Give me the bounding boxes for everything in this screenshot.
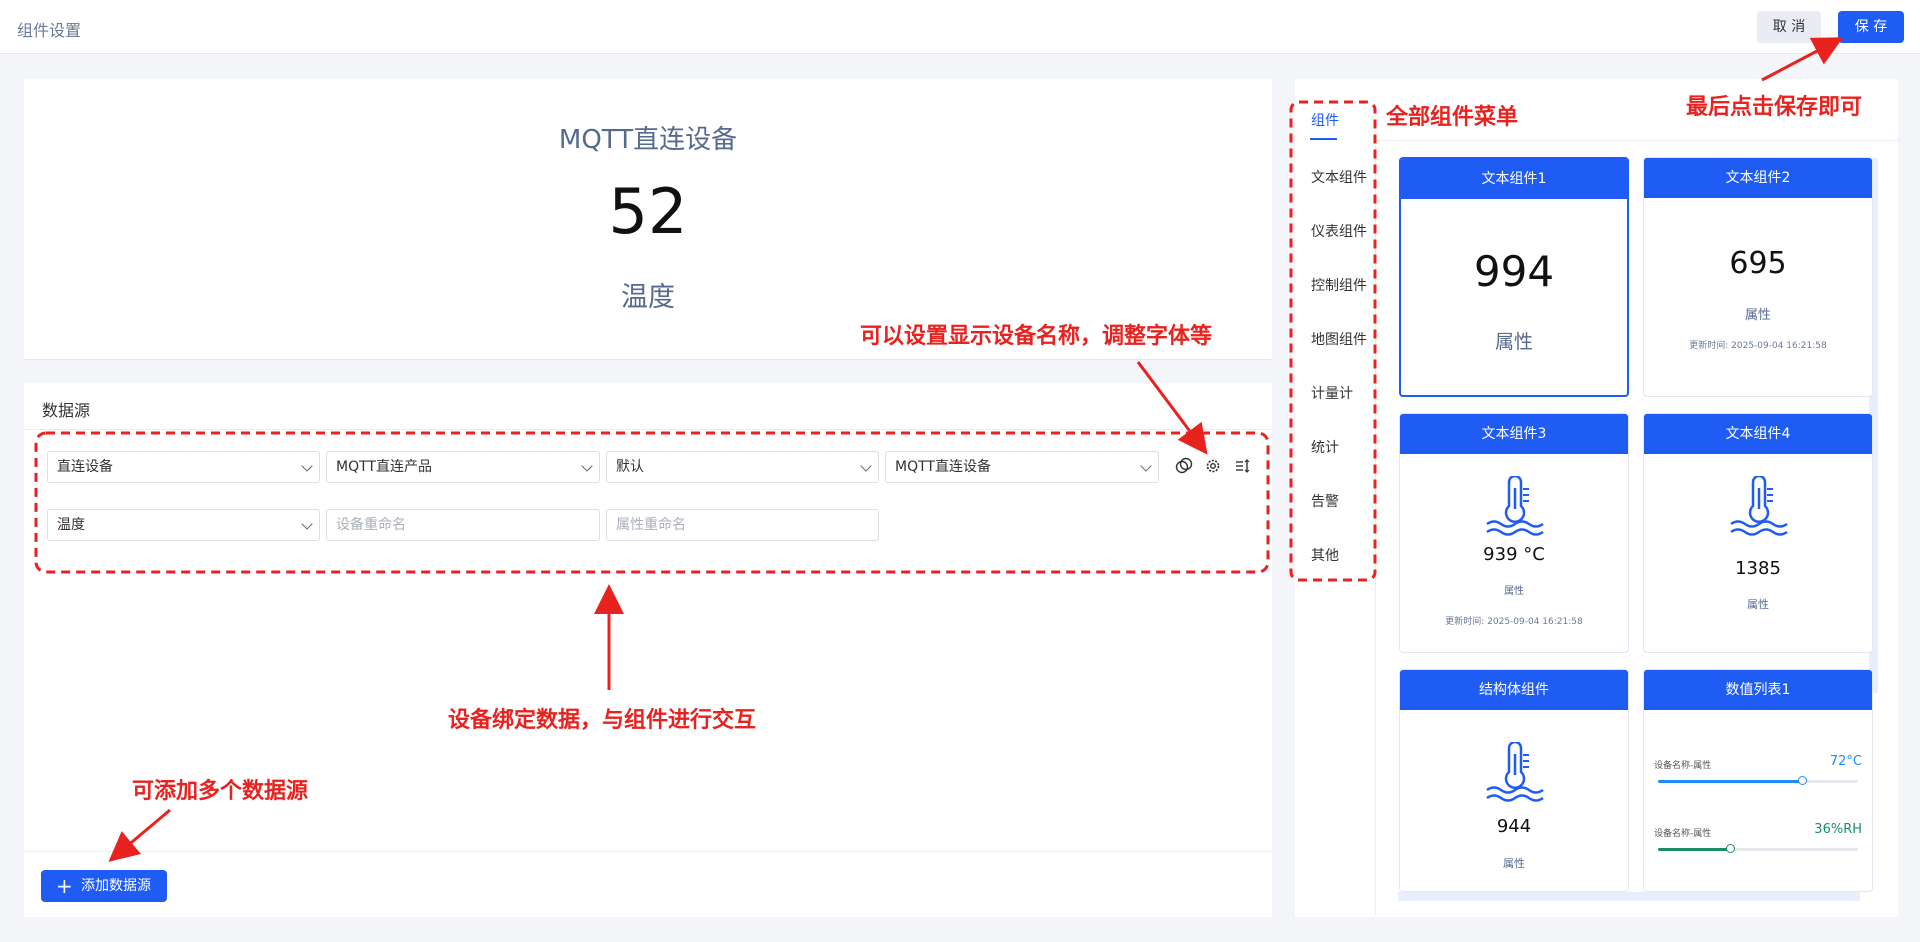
divider <box>1375 140 1898 141</box>
horizontal-scrollbar[interactable] <box>1398 892 1860 901</box>
value-list-knob[interactable] <box>1798 776 1807 785</box>
copy-icon[interactable] <box>1175 457 1193 475</box>
group-select[interactable]: 默认 <box>606 451 879 483</box>
property-select[interactable]: 温度 <box>47 509 320 541</box>
component-card-text-4[interactable]: 文本组件4 1385 属性 <box>1643 413 1873 653</box>
datasource-title: 数据源 <box>42 401 91 420</box>
property-rename-input[interactable]: 属性重命名 <box>606 509 879 541</box>
preview-panel: MQTT直连设备 52 温度 <box>24 79 1272 360</box>
menu-item-alarm[interactable]: 告警 <box>1311 494 1339 510</box>
value-list-name: 设备名称-属性 <box>1654 761 1712 771</box>
chevron-down-icon <box>301 518 313 530</box>
chevron-down-icon <box>1140 460 1152 472</box>
menu-item-text[interactable]: 文本组件 <box>1311 170 1367 186</box>
card-property: 属性 <box>1744 308 1771 323</box>
menu-item-meter[interactable]: 计量计 <box>1311 386 1353 402</box>
card-title: 结构体组件 <box>1400 670 1628 710</box>
value-list-knob[interactable] <box>1726 844 1735 853</box>
menu-item-gauge[interactable]: 仪表组件 <box>1311 224 1367 240</box>
menu-item-control[interactable]: 控制组件 <box>1311 278 1367 294</box>
preview-value: 52 <box>608 175 688 248</box>
value-list-fill <box>1658 780 1802 783</box>
page-title: 组件设置 <box>17 21 82 40</box>
annotation-save: 最后点击保存即可 <box>1686 95 1863 120</box>
card-title: 文本组件4 <box>1644 414 1872 454</box>
value-list-track <box>1658 844 1858 853</box>
group-value: 默认 <box>616 459 644 475</box>
thermometer-water-icon <box>1730 476 1788 536</box>
product-value: MQTT直连产品 <box>336 459 432 475</box>
preview-property: 温度 <box>621 282 675 313</box>
value-list-name: 设备名称-属性 <box>1654 829 1712 839</box>
card-property: 属性 <box>1504 586 1524 597</box>
divider <box>24 851 1272 852</box>
add-datasource-button[interactable]: + 添加数据源 <box>41 870 167 902</box>
component-library-panel: 组件 文本组件 仪表组件 控制组件 地图组件 计量计 统计 告警 其他 文本组件… <box>1295 79 1898 917</box>
divider <box>24 429 1272 430</box>
card-property: 属性 <box>1747 598 1769 611</box>
card-update-time: 更新时间: 2025-09-04 16:21:58 <box>1689 341 1827 351</box>
save-button[interactable]: 保 存 <box>1838 11 1904 43</box>
thermometer-water-icon <box>1486 476 1544 536</box>
menu-item-map[interactable]: 地图组件 <box>1311 332 1367 348</box>
annotation-settings: 可以设置显示设备名称，调整字体等 <box>860 324 1213 349</box>
preview-device-name: MQTT直连设备 <box>558 125 738 155</box>
value-list-track <box>1658 776 1858 785</box>
component-card-struct[interactable]: 结构体组件 944 属性 <box>1399 669 1629 892</box>
component-card-text-1[interactable]: 文本组件1 994 属性 <box>1399 157 1629 397</box>
property-value: 温度 <box>57 517 85 533</box>
card-title: 文本组件2 <box>1644 158 1872 198</box>
datasource-panel: 数据源 直连设备 MQTT直连产品 默认 MQTT直连设备 温度 设备重命名 属… <box>24 383 1272 917</box>
component-card-text-2[interactable]: 文本组件2 695 属性 更新时间: 2025-09-04 16:21:58 <box>1643 157 1873 397</box>
card-title: 数值列表1 <box>1644 670 1872 710</box>
active-tab-indicator <box>1310 138 1337 140</box>
device-type-value: 直连设备 <box>57 459 113 475</box>
card-title: 文本组件3 <box>1400 414 1628 454</box>
menu-item-statistics[interactable]: 统计 <box>1311 440 1339 456</box>
annotation-menu: 全部组件菜单 <box>1386 105 1519 130</box>
device-rename-input[interactable]: 设备重命名 <box>326 509 600 541</box>
annotation-add: 可添加多个数据源 <box>132 779 309 804</box>
chevron-down-icon <box>301 460 313 472</box>
card-property: 属性 <box>1494 331 1533 353</box>
card-value: 1385 <box>1735 558 1781 579</box>
card-value: 944 <box>1496 816 1532 837</box>
divider <box>1375 145 1376 915</box>
gear-icon[interactable] <box>1204 457 1222 475</box>
value-list-fill <box>1658 848 1730 851</box>
card-update-time: 更新时间: 2025-09-04 16:21:58 <box>1445 617 1583 627</box>
card-property: 属性 <box>1503 857 1525 870</box>
device-value: MQTT直连设备 <box>895 459 991 475</box>
device-type-select[interactable]: 直连设备 <box>47 451 320 483</box>
card-value: 994 <box>1473 247 1555 296</box>
component-card-text-3[interactable]: 文本组件3 939 °C 属性 更新时间: 2025-09-04 16:21:5… <box>1399 413 1629 653</box>
card-value: 695 <box>1729 246 1787 281</box>
value-list-value: 72°C <box>1829 754 1862 769</box>
chevron-down-icon <box>581 460 593 472</box>
sort-icon[interactable] <box>1234 457 1252 475</box>
vertical-scrollbar[interactable] <box>1869 158 1878 693</box>
menu-item-other[interactable]: 其他 <box>1311 548 1339 564</box>
thermometer-water-icon <box>1486 742 1544 802</box>
plus-icon: + <box>56 874 73 898</box>
annotation-binding: 设备绑定数据，与组件进行交互 <box>448 708 757 733</box>
top-bar: 组件设置 取 消 保 存 <box>0 0 1920 54</box>
add-datasource-label: 添加数据源 <box>81 878 151 894</box>
product-select[interactable]: MQTT直连产品 <box>326 451 600 483</box>
device-select[interactable]: MQTT直连设备 <box>885 451 1159 483</box>
menu-item-all[interactable]: 组件 <box>1311 113 1339 129</box>
card-value: 939 °C <box>1483 544 1545 565</box>
value-list-value: 36%RH <box>1814 822 1862 837</box>
cancel-button[interactable]: 取 消 <box>1757 11 1821 43</box>
component-card-value-list[interactable]: 数值列表1 设备名称-属性 72°C 设备名称-属性 36%RH <box>1643 669 1873 892</box>
chevron-down-icon <box>860 460 872 472</box>
card-title: 文本组件1 <box>1401 159 1627 199</box>
